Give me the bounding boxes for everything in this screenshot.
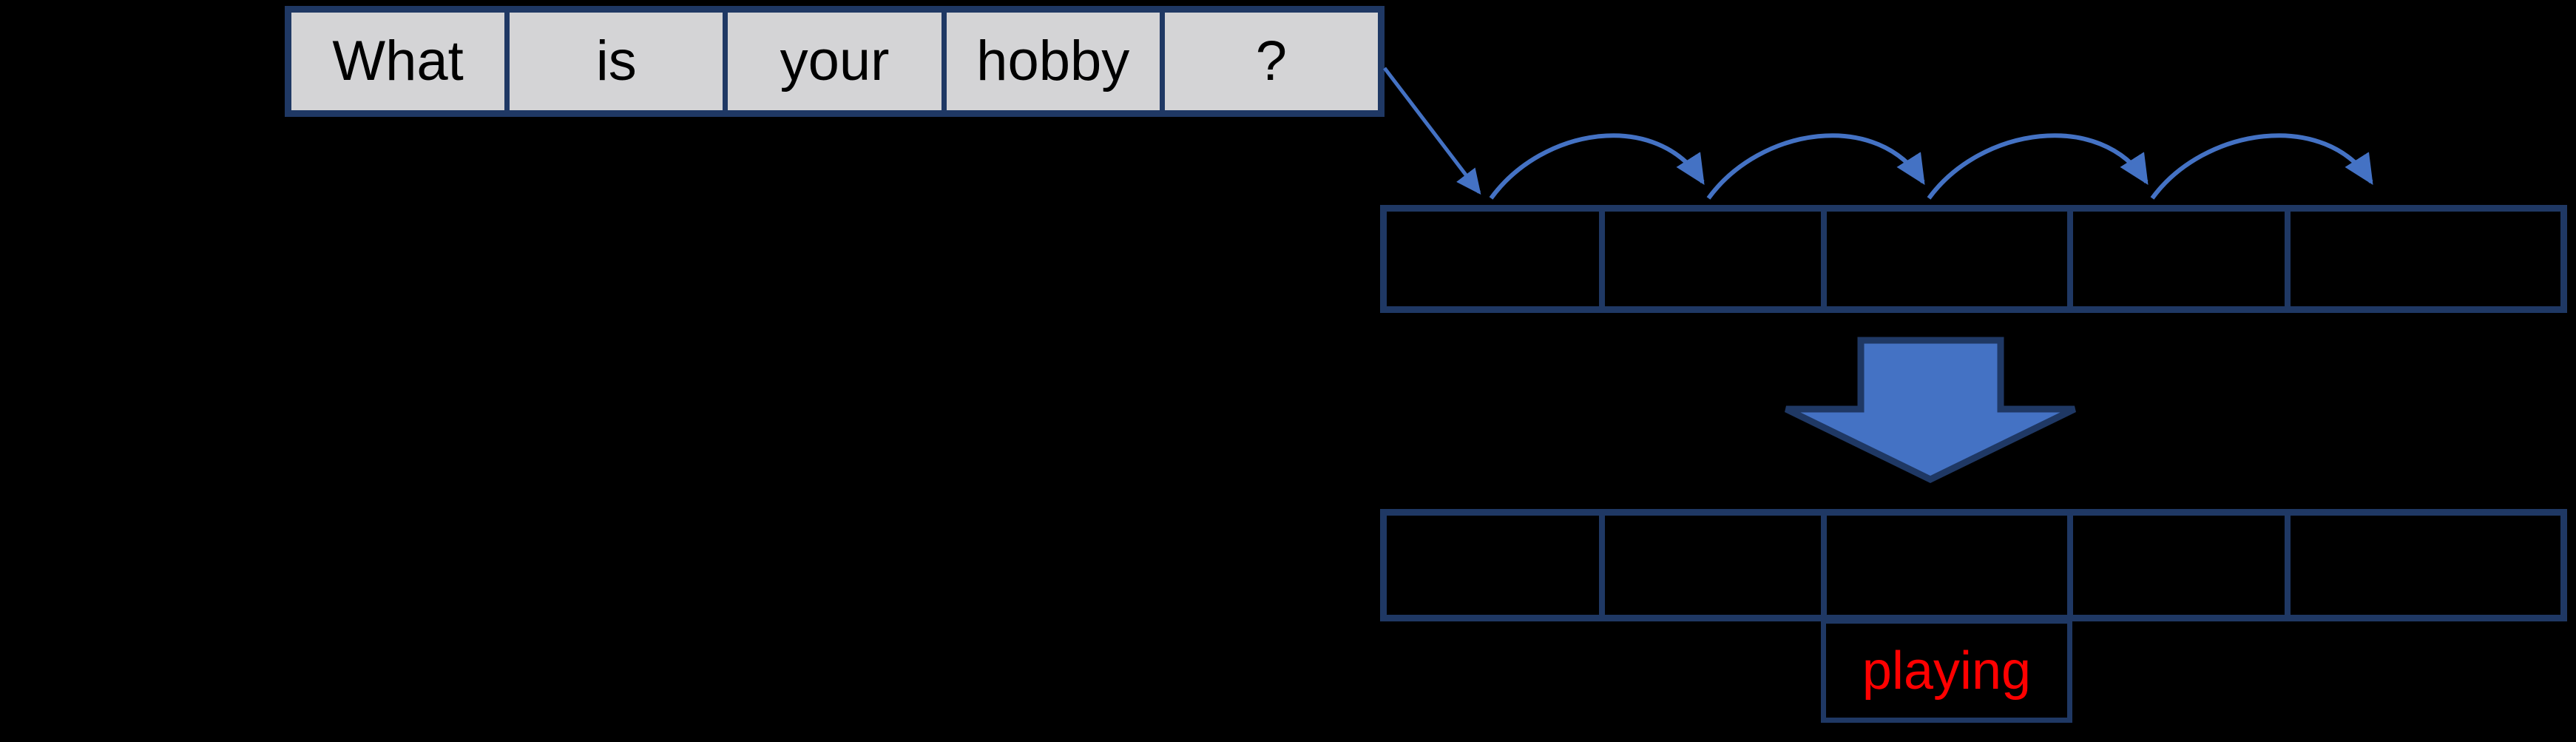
input-token-label: ?: [1255, 30, 1288, 92]
input-token-label: What: [332, 30, 464, 92]
output-cell: [2284, 516, 2560, 615]
prediction-box: playing: [1821, 618, 2072, 723]
hidden-state-cell: [1821, 212, 2067, 306]
output-row: [1380, 509, 2567, 621]
output-cell: [1821, 516, 2067, 615]
down-block-arrow-icon: [1785, 337, 2076, 484]
input-token-label: hobby: [976, 30, 1130, 92]
recurrence-arc-icon-1: [1489, 133, 1705, 200]
input-token-row: What is your hobby ?: [285, 6, 1385, 117]
input-token-cell: your: [723, 13, 942, 110]
input-token-cell: What: [291, 13, 505, 110]
hidden-state-row: [1380, 205, 2567, 313]
output-cell: [1598, 516, 1822, 615]
prediction-label: playing: [1862, 641, 2032, 701]
hidden-state-cell: [1598, 212, 1822, 306]
input-token-label: is: [595, 30, 637, 92]
hidden-state-cell: [2066, 212, 2285, 306]
input-token-cell: hobby: [941, 13, 1160, 110]
recurrence-arc-icon-2: [1706, 133, 1925, 200]
recurrence-arc-icon-4: [2150, 133, 2373, 200]
output-cell: [2066, 516, 2285, 615]
input-token-label: your: [780, 30, 890, 92]
hidden-state-cell: [1387, 212, 1599, 306]
input-token-cell: ?: [1159, 13, 1379, 110]
output-cell: [1387, 516, 1599, 615]
input-to-hidden-arrow-icon: [1383, 67, 1481, 195]
recurrence-arc-icon-3: [1927, 133, 2149, 200]
input-token-cell: is: [504, 13, 723, 110]
hidden-state-cell: [2284, 212, 2560, 306]
